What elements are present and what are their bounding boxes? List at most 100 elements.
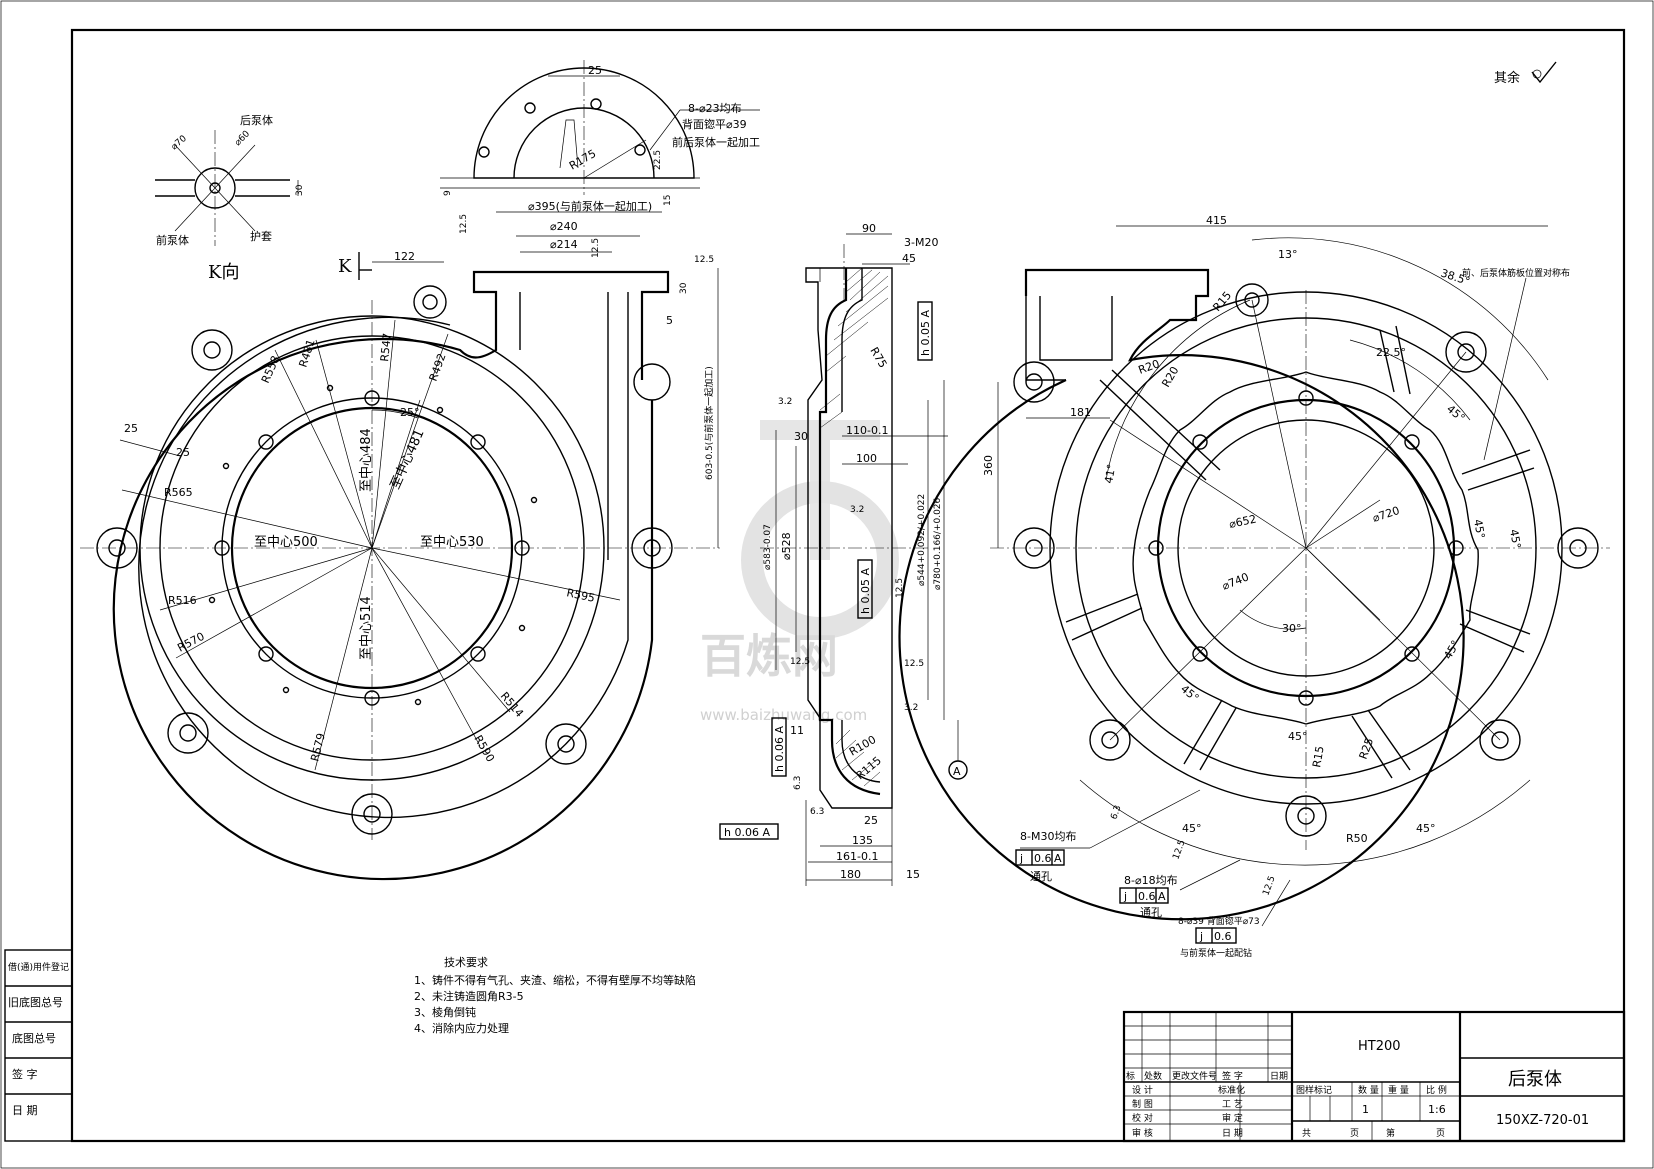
svg-text:⌀583-0.07: ⌀583-0.07 <box>763 524 773 570</box>
svg-text:15: 15 <box>663 195 673 206</box>
svg-text:⌀652: ⌀652 <box>1228 512 1258 530</box>
svg-text:K: K <box>338 256 352 277</box>
svg-text:日 期: 日 期 <box>1222 1128 1243 1139</box>
svg-text:3、棱角倒钝: 3、棱角倒钝 <box>414 1005 476 1019</box>
svg-text:比 例: 比 例 <box>1426 1084 1447 1096</box>
svg-text:⌀528: ⌀528 <box>780 532 793 560</box>
tolerance-frame-4: h 0.06 A <box>719 823 779 840</box>
svg-text:135: 135 <box>852 834 873 847</box>
svg-text:页: 页 <box>1436 1128 1445 1139</box>
svg-text:0.6: 0.6 <box>1138 890 1156 903</box>
svg-text:25: 25 <box>176 446 190 459</box>
svg-text:180: 180 <box>840 868 861 881</box>
svg-text:1、铸件不得有气孔、夹渣、缩松，不得有壁厚不均等缺陷: 1、铸件不得有气孔、夹渣、缩松，不得有壁厚不均等缺陷 <box>414 973 696 987</box>
svg-text:标准化: 标准化 <box>1218 1084 1245 1096</box>
svg-text:12.5: 12.5 <box>1171 839 1187 861</box>
svg-text:共: 共 <box>1302 1128 1311 1139</box>
svg-text:j: j <box>1123 890 1127 903</box>
svg-text:处数: 处数 <box>1144 1070 1162 1082</box>
title-block: 标 处数 更改文件号 签 字 日期 设 计 制 图 校 对 审 核 标准化 工 … <box>1122 1010 1626 1143</box>
svg-text:R516: R516 <box>168 594 197 607</box>
svg-text:更改文件号: 更改文件号 <box>1172 1070 1217 1082</box>
svg-text:161-0.1: 161-0.1 <box>836 850 878 863</box>
svg-text:12.5: 12.5 <box>459 214 469 234</box>
svg-text:后泵体: 后泵体 <box>240 113 273 127</box>
svg-text:审 核: 审 核 <box>1132 1127 1153 1139</box>
svg-text:⌀720: ⌀720 <box>1371 504 1401 525</box>
svg-text:⌀60: ⌀60 <box>233 129 252 148</box>
svg-text:签 字: 签 字 <box>1222 1070 1243 1082</box>
svg-text:A: A <box>1158 890 1166 903</box>
left-side-strip: 借(通)用件登记 旧底图总号 底图总号 签 字 日 期 <box>4 949 73 1142</box>
svg-text:22.5: 22.5 <box>653 150 663 170</box>
svg-text:R20: R20 <box>1137 357 1162 377</box>
k-view-detail: ⌀70 ⌀60 30 后泵体 前泵体 护套 K向 <box>155 113 305 283</box>
svg-text:45°: 45° <box>1416 822 1436 835</box>
svg-text:h 0.05 A: h 0.05 A <box>859 568 872 614</box>
svg-text:前泵体: 前泵体 <box>156 233 189 247</box>
datum-a: A <box>948 720 968 780</box>
svg-text:⌀780+0.166/+0.026: ⌀780+0.166/+0.026 <box>933 497 943 590</box>
callout-m30: 8-M30均布 j 0.6 A 通孔 <box>1015 789 1201 883</box>
tech-requirements: 技术要求 1、铸件不得有气孔、夹渣、缩松，不得有壁厚不均等缺陷 2、未注铸造圆角… <box>414 956 696 1035</box>
svg-text:R579: R579 <box>308 732 328 763</box>
svg-text:9: 9 <box>443 190 453 196</box>
svg-text:6.3: 6.3 <box>810 807 824 817</box>
svg-text:R50: R50 <box>1346 832 1368 845</box>
svg-text:13°: 13° <box>1278 248 1298 261</box>
svg-text:110-0.1: 110-0.1 <box>846 424 888 437</box>
svg-text:⌀740: ⌀740 <box>1220 570 1250 592</box>
svg-text:4、消除内应力处理: 4、消除内应力处理 <box>414 1021 509 1035</box>
watermark-brand: 百炼网 <box>700 629 838 683</box>
drawing-number: 150XZ-720-01 <box>1496 1113 1589 1128</box>
svg-text:415: 415 <box>1206 214 1227 227</box>
svg-text:R15: R15 <box>1310 745 1327 769</box>
dim-603: 603-0.5(与前泵体一起加工) <box>703 366 715 480</box>
svg-text:数 量: 数 量 <box>1358 1084 1379 1096</box>
material: HT200 <box>1358 1039 1401 1054</box>
k-view-title: K向 <box>208 262 239 283</box>
svg-text:至中心484: 至中心484 <box>359 428 374 492</box>
svg-text:6.3: 6.3 <box>1109 804 1123 821</box>
svg-text:与前泵体一起配钻: 与前泵体一起配钻 <box>1180 947 1252 959</box>
front-view-lugs <box>96 285 673 835</box>
svg-text:12.5: 12.5 <box>694 255 714 265</box>
section-view: 90 3-M20 45 R75 110-0.1 100 30 ⌀583-0.07… <box>719 222 968 886</box>
svg-text:R492: R492 <box>427 352 449 383</box>
svg-text:90: 90 <box>862 222 876 235</box>
svg-text:R558: R558 <box>259 354 283 385</box>
svg-text:8-⌀23均布: 8-⌀23均布 <box>688 102 742 115</box>
svg-text:12.5: 12.5 <box>895 578 905 598</box>
svg-text:R115: R115 <box>854 754 884 782</box>
svg-text:R595: R595 <box>565 586 596 605</box>
rear-view: 415 13° 38.5° R15 R20 R20 22.5° 45° 41° … <box>898 214 1610 959</box>
svg-text:背面锪平⌀39: 背面锪平⌀39 <box>682 117 747 131</box>
svg-text:45°: 45° <box>1471 518 1487 539</box>
svg-text:R15: R15 <box>1210 289 1234 314</box>
svg-text:设 计: 设 计 <box>1132 1084 1153 1096</box>
svg-text:45°: 45° <box>1182 822 1202 835</box>
roughness-note: 其余 <box>1494 61 1557 86</box>
svg-text:12.5: 12.5 <box>1261 875 1277 897</box>
section-hatch <box>819 267 889 787</box>
svg-text:h 0.06 A: h 0.06 A <box>724 826 770 839</box>
svg-text:h 0.06 A: h 0.06 A <box>773 726 786 772</box>
svg-text:8-⌀39 背面锪平⌀73: 8-⌀39 背面锪平⌀73 <box>1178 915 1260 927</box>
svg-text:R565: R565 <box>164 486 193 499</box>
svg-text:底图总号: 底图总号 <box>12 1031 56 1045</box>
svg-text:制 图: 制 图 <box>1132 1098 1153 1110</box>
svg-text:1: 1 <box>1362 1103 1369 1116</box>
svg-text:0.6: 0.6 <box>1214 930 1232 943</box>
svg-text:122: 122 <box>394 250 415 263</box>
svg-text:第: 第 <box>1386 1127 1395 1139</box>
svg-text:25°: 25° <box>400 406 420 419</box>
svg-text:R590: R590 <box>471 733 497 764</box>
svg-text:45°: 45° <box>1288 730 1308 743</box>
callout-d39: 8-⌀39 背面锪平⌀73 j 0.6 与前泵体一起配钻 <box>1178 879 1291 959</box>
svg-text:30: 30 <box>794 430 808 443</box>
svg-text:护套: 护套 <box>250 229 272 243</box>
svg-text:h 0.05 A: h 0.05 A <box>919 310 932 356</box>
tech-req-title: 技术要求 <box>444 956 488 969</box>
svg-text:45°: 45° <box>1507 528 1523 549</box>
svg-text:签 字: 签 字 <box>12 1067 38 1081</box>
